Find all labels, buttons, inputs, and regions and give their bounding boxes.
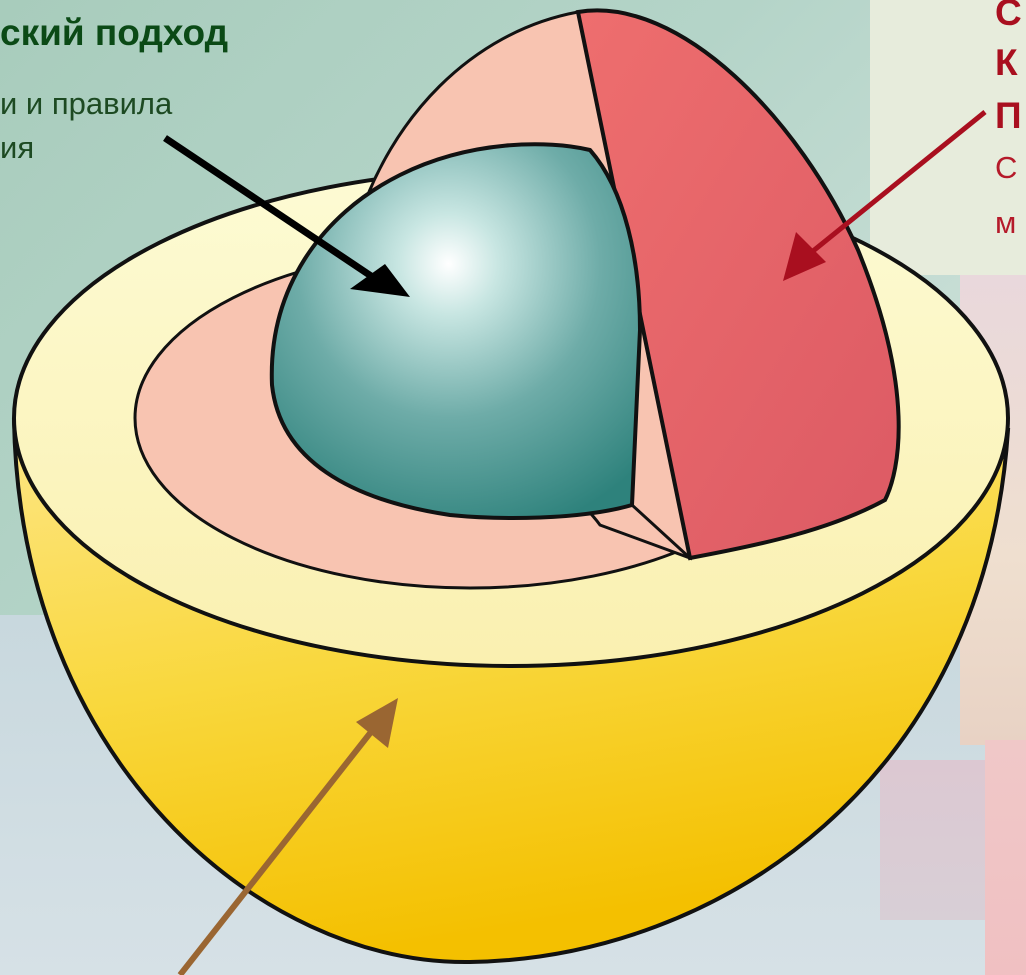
slide: ский подход и и правила ия С К П С м [0,0,1026,975]
layered-sphere-diagram [0,0,1026,975]
